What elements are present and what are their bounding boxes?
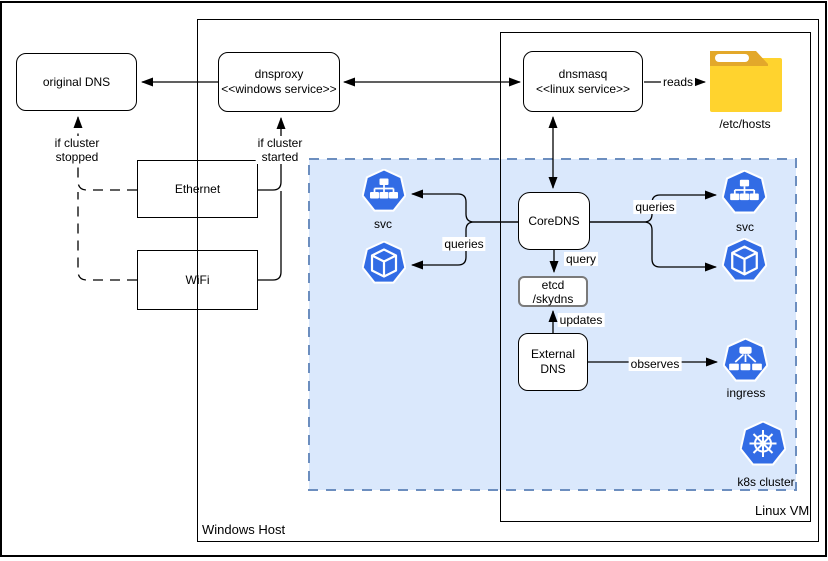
node-label: dnsproxy bbox=[254, 67, 304, 81]
node-stereotype: <<linux service>> bbox=[535, 81, 631, 96]
edge-label-queries-left: queries bbox=[442, 237, 486, 251]
pod-icon bbox=[362, 241, 406, 284]
service-icon bbox=[362, 169, 406, 212]
windows-host-label: Windows Host bbox=[201, 522, 287, 537]
kubernetes-icon bbox=[740, 421, 786, 466]
node-external-dns: External DNS bbox=[518, 333, 588, 391]
edge-label-query: query bbox=[563, 252, 599, 266]
node-label: DNS bbox=[540, 362, 566, 376]
folder-icon bbox=[710, 51, 782, 112]
edge-label-line: started bbox=[261, 150, 299, 164]
icon-label-k8s-cluster: k8s cluster bbox=[737, 475, 795, 489]
icon-label-ingress: ingress bbox=[726, 386, 766, 400]
node-label: WiFi bbox=[185, 272, 210, 287]
node-dnsproxy: dnsproxy <<windows service>> bbox=[218, 52, 340, 112]
edge-label-line: stopped bbox=[55, 150, 99, 164]
edge-label-if-cluster-started: if cluster started bbox=[255, 136, 305, 164]
node-dnsmasq: dnsmasq <<linux service>> bbox=[523, 51, 643, 112]
ingress-icon bbox=[723, 338, 768, 382]
node-label: dnsmasq bbox=[558, 66, 608, 81]
node-label: External bbox=[530, 347, 576, 361]
node-label: original DNS bbox=[42, 74, 111, 89]
edge-label-line: if cluster bbox=[257, 136, 303, 150]
linux-vm-container bbox=[500, 32, 811, 522]
node-etcd-skydns: etcd /skydns bbox=[518, 276, 588, 307]
edge-label-line: if cluster bbox=[54, 136, 100, 150]
node-ethernet: Ethernet bbox=[137, 160, 258, 218]
icon-label-svc: svc bbox=[374, 217, 392, 231]
node-stereotype: <<windows service>> bbox=[221, 82, 337, 96]
service-icon bbox=[722, 170, 767, 214]
node-label: CoreDNS bbox=[528, 213, 580, 228]
icon-label-svc: svc bbox=[736, 220, 754, 234]
edge-label-updates: updates bbox=[557, 313, 605, 327]
pod-icon bbox=[722, 238, 767, 282]
node-original-dns: original DNS bbox=[16, 53, 137, 111]
node-label: etcd bbox=[541, 277, 565, 292]
linux-vm-label: Linux VM bbox=[754, 503, 811, 518]
folder-label: /etc/hosts bbox=[719, 117, 771, 131]
edge-label-observes: observes bbox=[628, 357, 682, 371]
edge-label-queries-right: queries bbox=[633, 200, 677, 214]
windows-host-container bbox=[197, 19, 819, 542]
node-coredns: CoreDNS bbox=[518, 192, 590, 250]
node-label: /skydns bbox=[532, 291, 574, 306]
node-wifi: WiFi bbox=[137, 250, 258, 310]
edge-label-reads: reads bbox=[660, 75, 696, 89]
edge-label-if-cluster-stopped: if cluster stopped bbox=[52, 136, 102, 164]
node-label: Ethernet bbox=[174, 181, 221, 196]
